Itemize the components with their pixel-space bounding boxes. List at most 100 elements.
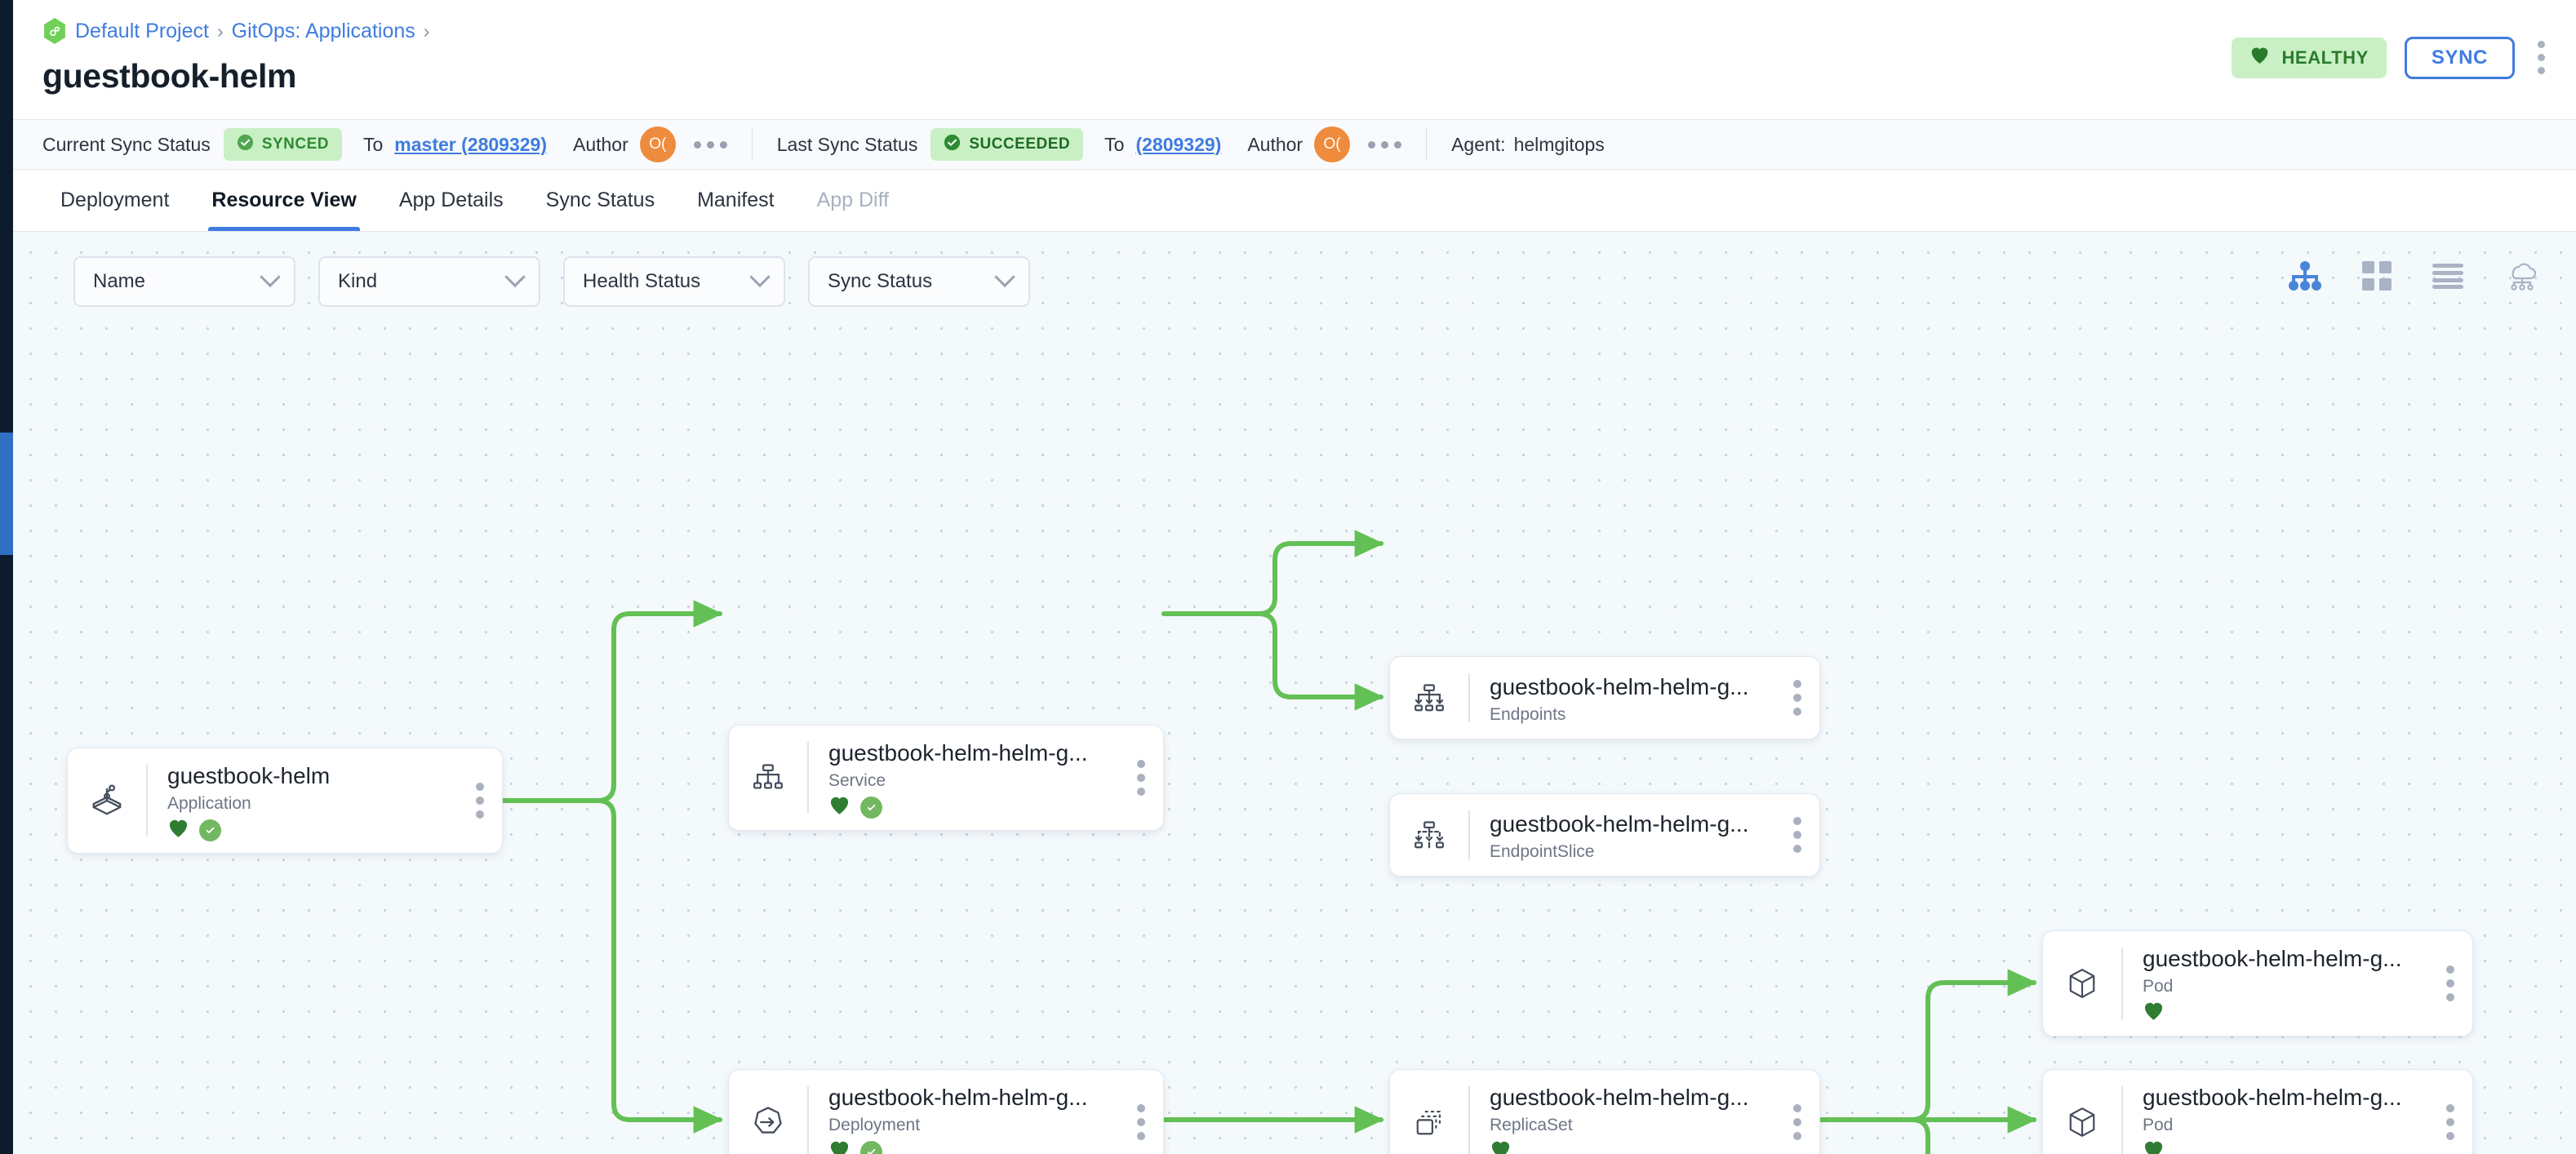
filter-kind[interactable]: Kind	[318, 256, 540, 307]
node-overflow-menu-icon[interactable]	[1785, 817, 1819, 853]
last-to-label: To	[1104, 133, 1125, 155]
node-overflow-menu-icon[interactable]	[1785, 1104, 1819, 1140]
health-status-badge: HEALTHY	[2232, 37, 2387, 78]
last-revision-link[interactable]: (2809329)	[1135, 133, 1222, 155]
resource-node-service[interactable]: guestbook-helm-helm-g... Service	[728, 725, 1164, 831]
node-divider	[2121, 948, 2123, 1019]
breadcrumb: Default Project › GitOps: Applications ›	[42, 18, 2547, 44]
node-name: guestbook-helm	[167, 762, 331, 788]
heart-icon	[828, 795, 851, 819]
last-author-avatar[interactable]: O(	[1314, 126, 1351, 162]
node-name: guestbook-helm-helm-g...	[828, 1084, 1088, 1110]
resource-graph-canvas[interactable]: Name Kind Health Status Sync Status	[13, 232, 2576, 1154]
resource-node-pod-2[interactable]: guestbook-helm-helm-g... Pod	[2042, 1069, 2473, 1154]
node-body: guestbook-helm-helm-g... Pod	[2123, 1070, 2438, 1154]
node-name: guestbook-helm-helm-g...	[828, 739, 1088, 766]
chevron-down-icon-2	[504, 266, 526, 288]
sync-button[interactable]: SYNC	[2404, 36, 2515, 79]
node-status-badges	[828, 796, 1129, 819]
application-icon	[68, 748, 146, 853]
filter-name[interactable]: Name	[73, 256, 295, 307]
node-name: guestbook-helm-helm-g...	[2143, 1084, 2402, 1110]
filter-sync-status[interactable]: Sync Status	[808, 256, 1030, 307]
current-revision-link[interactable]: master (2809329)	[394, 133, 547, 155]
list-view-icon[interactable]	[2432, 263, 2463, 293]
node-divider	[807, 1086, 809, 1154]
filter-health-status[interactable]: Health Status	[563, 256, 785, 307]
agent-label: Agent:	[1451, 133, 1506, 155]
node-status-badges	[828, 1140, 1129, 1154]
node-overflow-menu-icon[interactable]	[1785, 680, 1819, 716]
health-status-label: HEALTHY	[2281, 47, 2369, 68]
node-kind: Pod	[2143, 1115, 2174, 1134]
resource-node-endpoints[interactable]: guestbook-helm-helm-g... Endpoints	[1389, 656, 1820, 739]
node-body: guestbook-helm-helm-g... EndpointSlice	[1470, 794, 1785, 876]
node-kind: ReplicaSet	[1490, 1115, 1573, 1134]
current-to-label: To	[363, 133, 384, 155]
endpointslice-icon	[1390, 794, 1468, 876]
node-overflow-menu-icon[interactable]	[468, 783, 502, 819]
node-overflow-menu-icon[interactable]	[2438, 1104, 2472, 1140]
node-divider	[146, 765, 148, 837]
resource-node-pod-1[interactable]: guestbook-helm-helm-g... Pod	[2042, 930, 2473, 1036]
main-column: Default Project › GitOps: Applications ›…	[13, 0, 2576, 1154]
breadcrumb-item-default-project[interactable]: Default Project	[75, 19, 209, 42]
grid-view-icon[interactable]	[2362, 261, 2392, 295]
current-author-avatar[interactable]: O(	[639, 126, 676, 162]
filter-kind-label: Kind	[338, 270, 378, 292]
last-sync-status-chip: SUCCEEDED	[930, 128, 1084, 161]
node-body: guestbook-helm-helm-g... ReplicaSet	[1470, 1070, 1785, 1154]
check-circle-icon	[237, 134, 254, 156]
last-sync-overflow-menu-icon[interactable]	[1368, 140, 1402, 149]
node-kind: Application	[167, 793, 251, 813]
graph-toolbar: Name Kind Health Status Sync Status	[13, 232, 2576, 322]
node-name: guestbook-helm-helm-g...	[2143, 945, 2402, 971]
heart-icon	[167, 818, 189, 842]
agent-info: Agent: helmgitops	[1451, 134, 1605, 156]
resource-tree: guestbook-helm Application	[13, 232, 2576, 1154]
divider	[751, 128, 753, 161]
last-sync-status-label: Last Sync Status	[776, 133, 918, 155]
network-view-icon[interactable]	[2504, 261, 2540, 295]
tab-sync-status[interactable]: Sync Status	[545, 189, 655, 211]
tab-deployment[interactable]: Deployment	[60, 189, 170, 211]
filter-name-label: Name	[93, 270, 146, 292]
tab-app-details[interactable]: App Details	[398, 189, 504, 211]
tab-manifest[interactable]: Manifest	[697, 189, 775, 211]
node-overflow-menu-icon[interactable]	[1129, 760, 1163, 796]
node-body: guestbook-helm-helm-g... Pod	[2123, 931, 2438, 1036]
breadcrumb-item-gitops-applications[interactable]: GitOps: Applications	[231, 19, 415, 42]
node-divider	[1468, 673, 1470, 722]
current-sync-status-chip: SYNCED	[223, 128, 342, 161]
node-kind: Service	[828, 770, 886, 790]
node-divider	[807, 742, 809, 814]
node-kind: Endpoints	[1490, 704, 1566, 724]
resource-node-application[interactable]: guestbook-helm Application	[67, 748, 503, 854]
node-status-badges	[2143, 1140, 2438, 1154]
check-circle-icon-2	[944, 134, 961, 156]
tab-resource-view[interactable]: Resource View	[190, 170, 377, 231]
agent-value: helmgitops	[1513, 133, 1605, 155]
node-overflow-menu-icon[interactable]	[1129, 1104, 1163, 1140]
left-nav-rail[interactable]	[0, 0, 13, 1154]
resource-node-endpointslice[interactable]: guestbook-helm-helm-g... EndpointSlice	[1389, 793, 1820, 877]
sync-ok-icon	[860, 1140, 882, 1154]
page-title: guestbook-helm	[42, 57, 297, 95]
view-mode-switcher	[2289, 261, 2540, 295]
heart-icon	[2250, 46, 2270, 69]
node-kind: Pod	[2143, 976, 2174, 996]
node-name: guestbook-helm-helm-g...	[1490, 673, 1749, 699]
breadcrumb-separator: ›	[216, 20, 224, 42]
tree-view-icon[interactable]	[2289, 261, 2321, 295]
current-sync-status-label: Current Sync Status	[42, 133, 211, 155]
header-overflow-menu-icon[interactable]	[2533, 36, 2550, 79]
last-author-label: Author	[1247, 133, 1304, 155]
pod-icon	[2043, 1070, 2121, 1154]
resource-node-deployment[interactable]: guestbook-helm-helm-g... Deployment	[728, 1069, 1164, 1154]
node-overflow-menu-icon[interactable]	[2438, 965, 2472, 1001]
current-author-label: Author	[572, 133, 628, 155]
current-sync-overflow-menu-icon[interactable]	[693, 140, 727, 149]
header-actions: HEALTHY SYNC	[2232, 36, 2550, 79]
resource-node-replicaset[interactable]: guestbook-helm-helm-g... ReplicaSet	[1389, 1069, 1820, 1154]
